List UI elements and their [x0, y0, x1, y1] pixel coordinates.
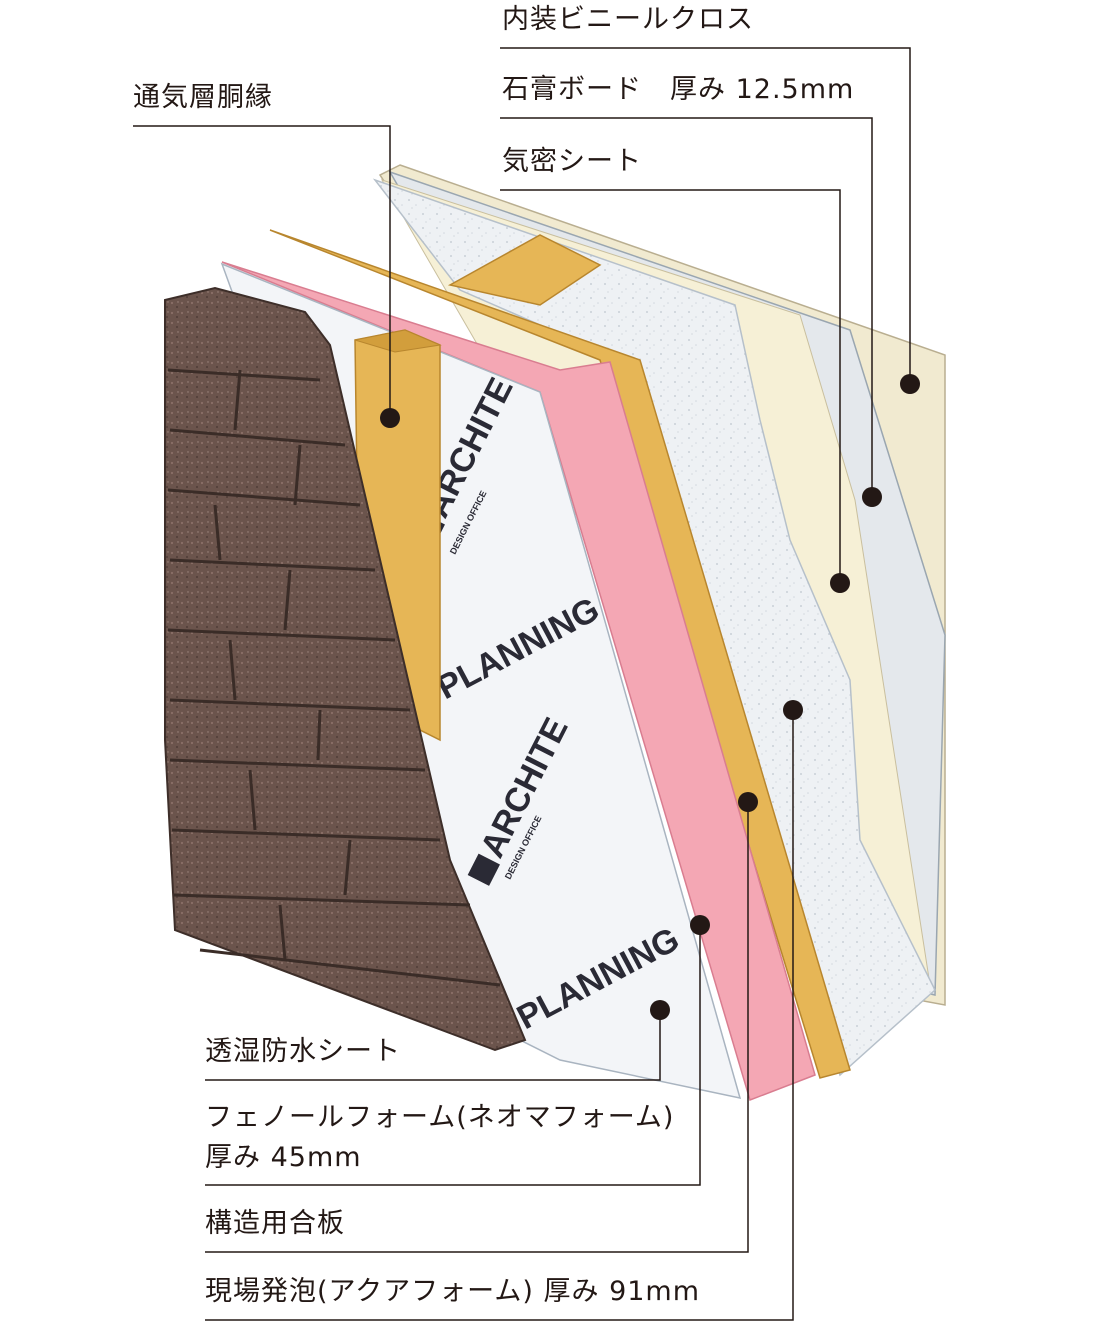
leader-phenol-foam: [205, 925, 701, 1186]
leader-vinyl-cloth: [500, 47, 911, 384]
brick-mortar-lines: [167, 368, 501, 987]
label-airtight-sheet: 気密シート: [502, 146, 642, 177]
leader-plywood: [205, 802, 749, 1253]
leader-furring-strip: [133, 125, 391, 418]
leader-spray-foam: [205, 710, 794, 1321]
dot-phenol-foam: [690, 915, 710, 935]
label-structural-plywood: 構造用合板: [205, 1208, 345, 1239]
label-furring-strip: 通気層胴縁: [133, 82, 273, 113]
dot-spray-foam: [783, 700, 803, 720]
label-phenol-foam-line2: 厚み 45mm: [205, 1142, 362, 1173]
label-gypsum-board: 石膏ボード 厚み 12.5mm: [502, 74, 855, 105]
label-vinyl-cloth: 内装ビニールクロス: [502, 4, 754, 35]
dot-gypsum-board: [862, 487, 882, 507]
label-moisture-sheet: 透湿防水シート: [205, 1036, 401, 1067]
leader-airtight-sheet: [500, 189, 841, 583]
label-phenol-foam-line1: フェノールフォーム(ネオマフォーム): [205, 1102, 675, 1133]
dot-plywood: [738, 792, 758, 812]
dot-airtight-sheet: [830, 573, 850, 593]
leader-moisture-sheet: [205, 1010, 661, 1081]
dot-vinyl-cloth: [900, 374, 920, 394]
leader-gypsum-board: [500, 117, 873, 497]
brick-siding: [164, 286, 527, 1052]
structural-plywood-layer: [269, 229, 851, 1079]
wood-stud: [447, 234, 602, 306]
label-spray-foam: 現場発泡(アクアフォーム) 厚み 91mm: [205, 1276, 701, 1307]
dot-moisture-sheet: [650, 1000, 670, 1020]
dot-furring-strip: [380, 408, 400, 428]
